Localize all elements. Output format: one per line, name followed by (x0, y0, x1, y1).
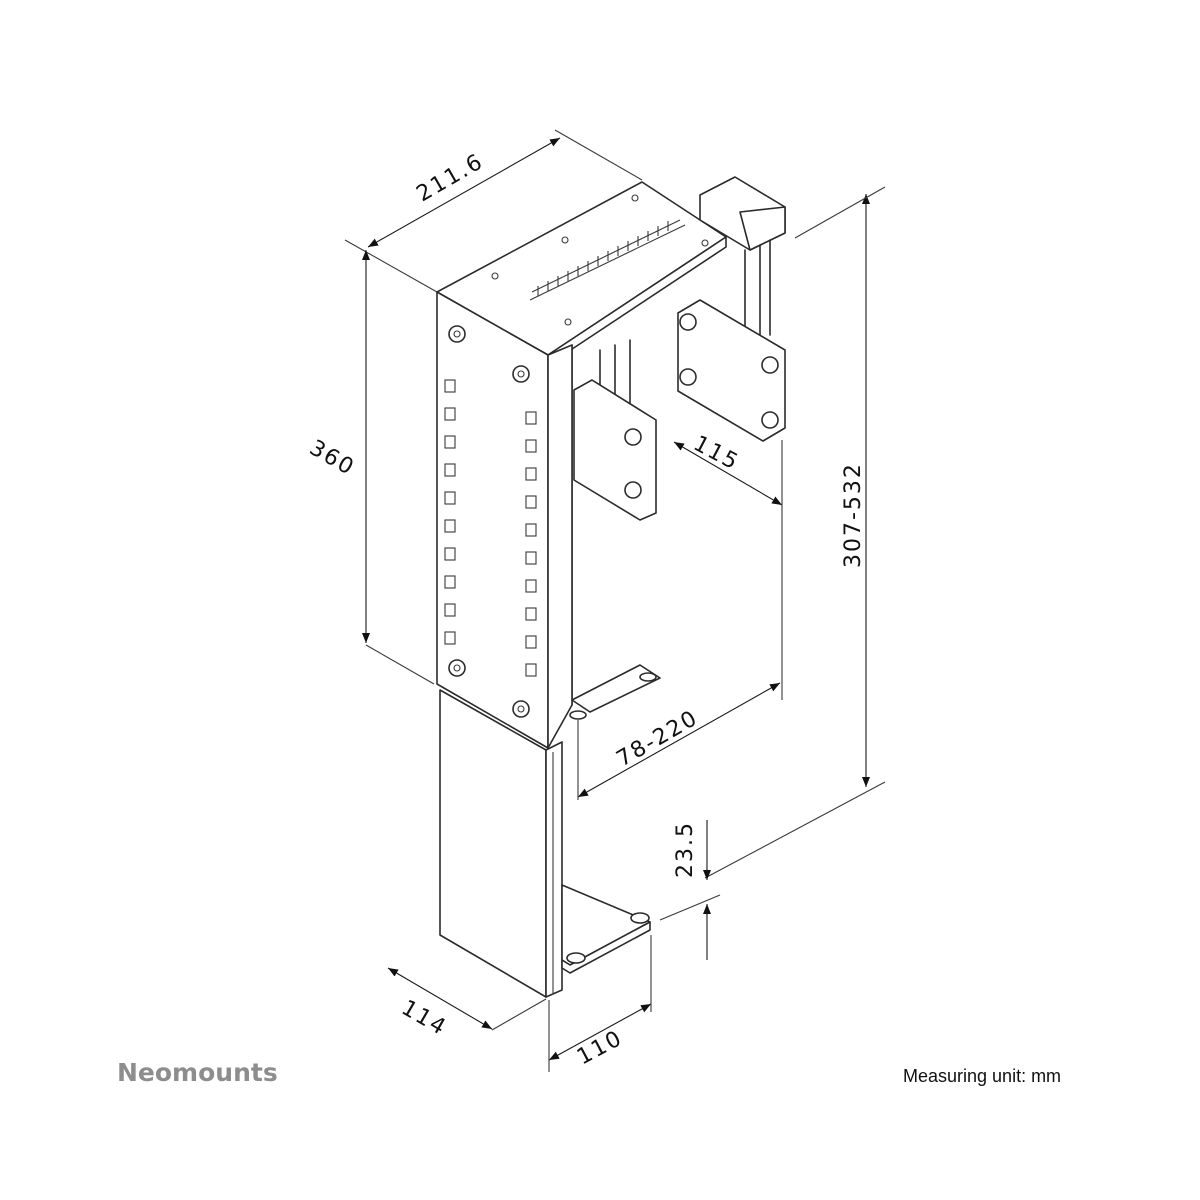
label-width-range: 78-220 (613, 706, 703, 773)
adjustment-holes (444, 379, 537, 677)
upper-shelf (571, 664, 661, 713)
bolt (448, 325, 466, 343)
bolt (512, 365, 530, 383)
label-height-top: 360 (305, 436, 359, 482)
label-depth-top: 211.6 (413, 149, 489, 207)
vent-slots (529, 219, 686, 301)
label-total-height: 307-532 (841, 462, 866, 568)
dimension-lines (344, 129, 886, 1072)
bolt (512, 700, 530, 718)
unit-note: Measuring unit: mm (903, 1066, 1062, 1086)
mount-illustration (436, 176, 786, 998)
front-mount-plate (573, 379, 657, 521)
label-plate-width: 115 (689, 431, 743, 476)
label-base-depth: 114 (397, 996, 451, 1042)
bolt (448, 659, 466, 677)
brand-logo-text: Neomounts (117, 1058, 278, 1087)
rear-mount-plate (677, 299, 786, 442)
label-foot-height: 23.5 (673, 821, 698, 878)
